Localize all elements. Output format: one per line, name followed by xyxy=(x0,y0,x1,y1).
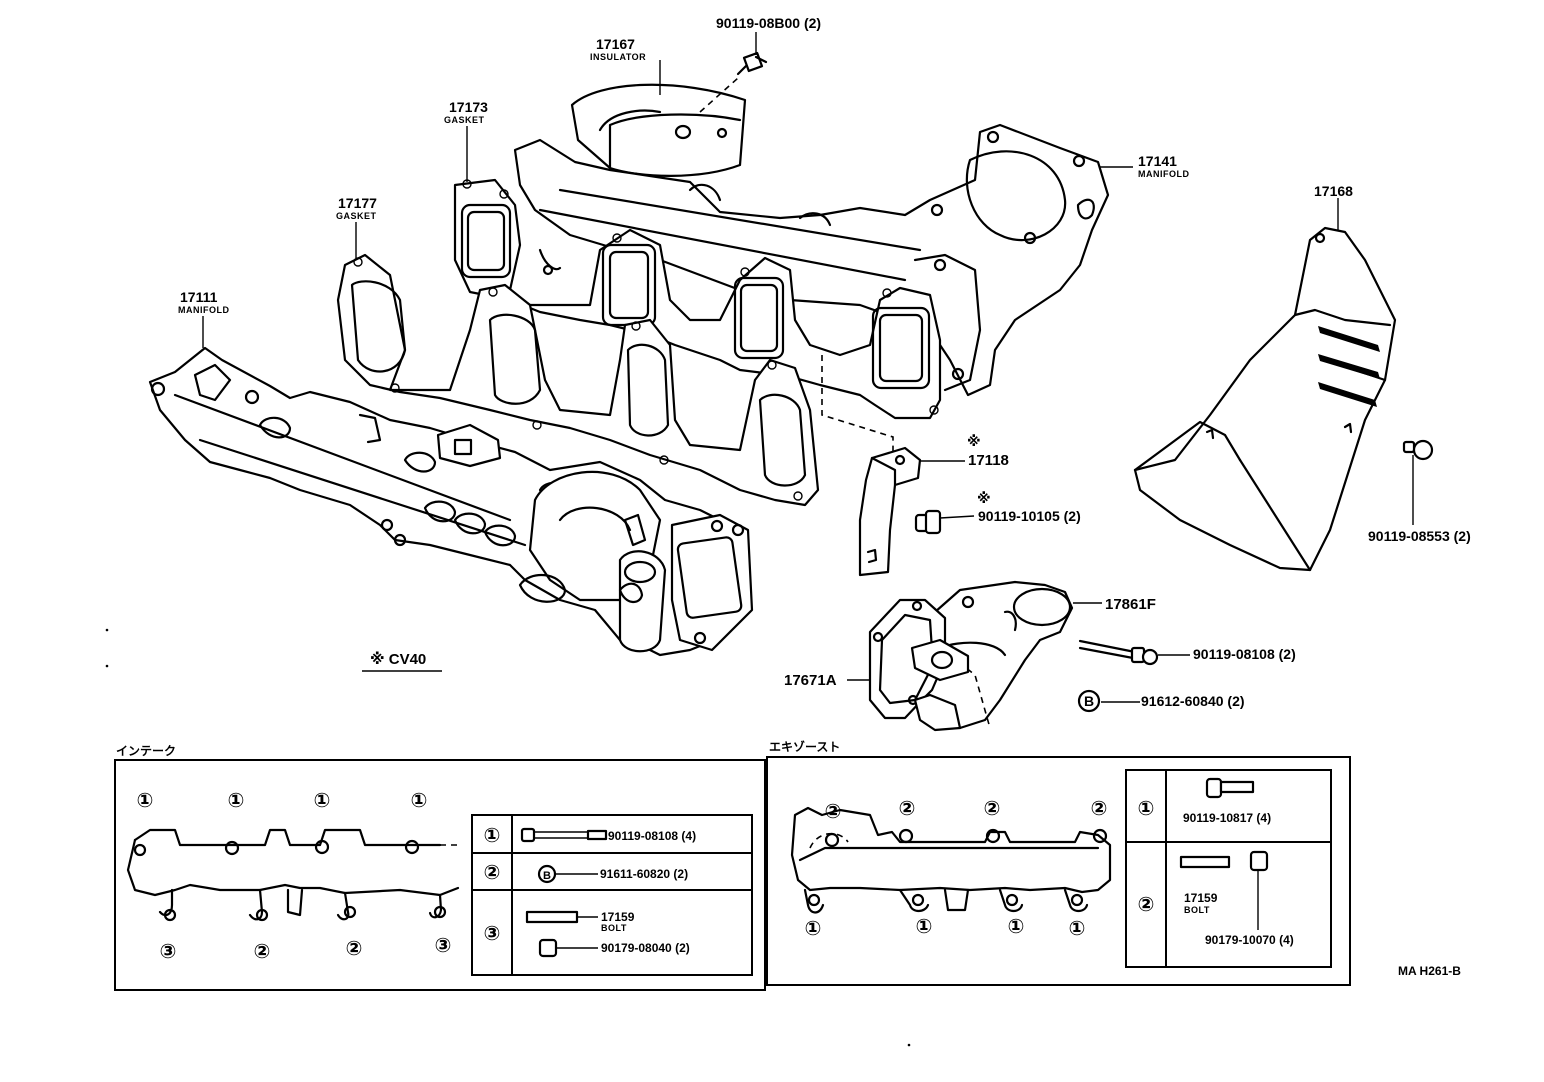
label-90119-08553: 90119-08553 (2) xyxy=(1368,528,1471,544)
svg-text:②: ② xyxy=(484,862,501,884)
svg-text:17173: 17173 xyxy=(449,99,488,115)
svg-text:①: ① xyxy=(228,790,245,812)
intake-top-markers: ① ① ① ① xyxy=(137,790,428,812)
svg-text:90119-08108 (2): 90119-08108 (2) xyxy=(1193,646,1296,662)
note-cv40: ※ CV40 xyxy=(362,650,442,672)
svg-text:B: B xyxy=(1084,693,1094,709)
svg-text:90179-10070 (4): 90179-10070 (4) xyxy=(1205,933,1294,947)
label-90119-08108: 90119-08108 (2) xyxy=(1193,646,1296,662)
svg-text:BOLT: BOLT xyxy=(1184,905,1210,915)
label-17111: 17111 MANIFOLD xyxy=(178,289,230,315)
bolt-90119-08108 xyxy=(1078,639,1159,666)
label-91612-60840: B 91612-60840 (2) xyxy=(1077,689,1245,713)
exhaust-bottom-markers: ① ① ① ① xyxy=(805,916,1086,940)
label-17173: 17173 GASKET xyxy=(444,99,488,125)
svg-text:①: ① xyxy=(1138,798,1155,820)
gasket-17177 xyxy=(336,253,820,507)
svg-text:①: ① xyxy=(137,790,154,812)
svg-text:①: ① xyxy=(411,790,428,812)
label-90119-08B00: 90119-08B00 (2) xyxy=(716,15,821,31)
svg-text:①: ① xyxy=(805,918,822,940)
svg-text:17111: 17111 xyxy=(180,289,218,305)
svg-text:B: B xyxy=(543,870,551,882)
label-17177: 17177 GASKET xyxy=(336,195,377,221)
svg-text:17118: 17118 xyxy=(968,452,1009,469)
intake-sketch xyxy=(126,828,460,922)
svg-text:②: ② xyxy=(1091,798,1108,820)
svg-text:GASKET: GASKET xyxy=(444,115,485,125)
svg-text:①: ① xyxy=(314,790,331,812)
heat-shield-17168 xyxy=(1133,226,1397,572)
intake-bottom-markers: ③ ② ② ③ xyxy=(160,935,452,963)
intake-box xyxy=(114,759,766,991)
svg-text:17159: 17159 xyxy=(601,910,635,924)
leader-lines xyxy=(202,32,1339,703)
svg-text:17159: 17159 xyxy=(1184,891,1218,905)
svg-text:※: ※ xyxy=(967,433,981,449)
svg-text:BOLT: BOLT xyxy=(601,923,627,933)
exhaust-box xyxy=(766,756,1351,986)
svg-text:90119-08553 (2): 90119-08553 (2) xyxy=(1368,528,1471,544)
svg-text:MANIFOLD: MANIFOLD xyxy=(1138,169,1190,179)
svg-text:※ CV40: ※ CV40 xyxy=(370,650,426,668)
svg-text:①: ① xyxy=(1008,916,1025,938)
svg-text:MANIFOLD: MANIFOLD xyxy=(178,305,230,315)
svg-text:17671A: 17671A xyxy=(784,672,837,689)
label-17141: 17141 MANIFOLD xyxy=(1138,153,1190,179)
svg-text:①: ① xyxy=(1069,918,1086,940)
svg-text:90119-10817 (4): 90119-10817 (4) xyxy=(1183,811,1271,825)
scan-marks xyxy=(105,628,911,1047)
svg-text:③: ③ xyxy=(160,941,177,963)
svg-text:②: ② xyxy=(254,941,271,963)
svg-text:②: ② xyxy=(984,798,1001,820)
svg-text:91611-60820 (2): 91611-60820 (2) xyxy=(600,867,688,881)
exhaust-sketch xyxy=(790,806,1112,914)
label-17118: ※ 17118 xyxy=(967,433,1009,469)
svg-text:91612-60840 (2): 91612-60840 (2) xyxy=(1141,693,1245,709)
svg-text:90119-08B00 (2): 90119-08B00 (2) xyxy=(716,15,821,31)
svg-text:※: ※ xyxy=(977,490,991,506)
reference-code: MA H261-B xyxy=(1398,964,1461,978)
bolt-90119-08553 xyxy=(1402,439,1434,525)
intake-fastener-table: ① ② ③ 90119-08108 (4) B 91611-60820 (2) … xyxy=(471,814,753,976)
label-17168: 17168 xyxy=(1314,183,1353,199)
svg-text:②: ② xyxy=(346,938,363,960)
intake-title: インテーク xyxy=(116,744,176,758)
label-17861F: 17861F xyxy=(1105,596,1156,613)
svg-text:90179-08040 (2): 90179-08040 (2) xyxy=(601,941,690,955)
svg-text:①: ① xyxy=(484,825,501,847)
svg-text:②: ② xyxy=(825,801,842,823)
svg-text:17167: 17167 xyxy=(596,36,635,52)
svg-text:③: ③ xyxy=(484,923,501,945)
gasket-17671A xyxy=(868,598,970,732)
svg-text:90119-08108 (4): 90119-08108 (4) xyxy=(608,829,696,843)
svg-text:②: ② xyxy=(899,798,916,820)
svg-text:②: ② xyxy=(1138,894,1155,916)
bracket-17118 xyxy=(858,446,922,577)
manifold-17111 xyxy=(148,346,754,657)
svg-text:③: ③ xyxy=(435,935,452,957)
bolt-90119-08B00 xyxy=(736,51,768,76)
svg-text:90119-10105 (2): 90119-10105 (2) xyxy=(978,508,1081,524)
svg-text:INSULATOR: INSULATOR xyxy=(590,52,646,62)
label-17671A: 17671A xyxy=(784,672,837,689)
svg-text:17177: 17177 xyxy=(338,195,377,211)
exhaust-top-markers: ② ② ② ② xyxy=(825,798,1108,823)
bolt-90119-10105 xyxy=(914,509,942,535)
svg-text:17141: 17141 xyxy=(1138,153,1177,169)
exhaust-title: エキゾースト xyxy=(769,739,840,754)
svg-text:17861F: 17861F xyxy=(1105,596,1156,613)
insulator-17167 xyxy=(570,83,747,177)
exhaust-fastener-table: ① ② 90119-10817 (4) 17159 BOLT 90179-100… xyxy=(1125,769,1332,968)
svg-text:17168: 17168 xyxy=(1314,183,1353,199)
svg-text:①: ① xyxy=(916,916,933,938)
label-17167: 17167 INSULATOR xyxy=(590,36,646,62)
svg-text:GASKET: GASKET xyxy=(336,211,377,221)
manifold-17141 xyxy=(513,123,1110,397)
label-90119-10105: ※ 90119-10105 (2) xyxy=(977,490,1081,524)
